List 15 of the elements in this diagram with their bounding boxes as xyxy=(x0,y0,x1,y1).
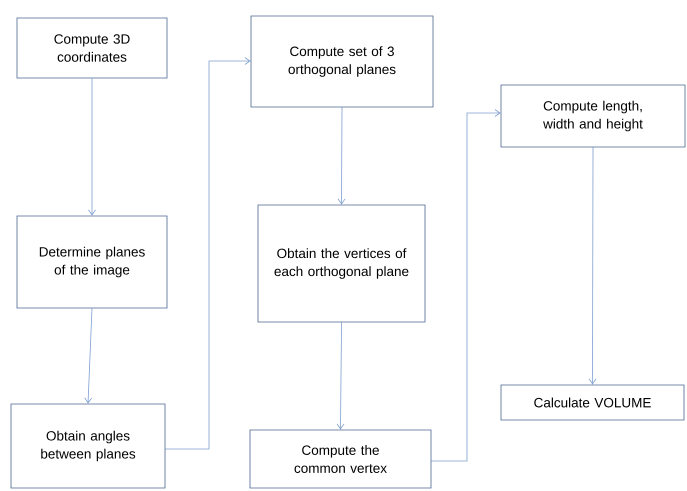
arrow xyxy=(338,107,346,205)
arrow xyxy=(165,57,251,450)
process-box: Calculate VOLUME xyxy=(500,384,684,420)
arrow xyxy=(431,109,501,462)
process-box: Compute set of 3 orthogonal planes xyxy=(250,16,434,108)
arrow xyxy=(88,78,96,216)
arrow xyxy=(84,308,92,404)
process-box: Obtain the vertices of each orthogonal plane xyxy=(258,204,426,322)
process-box: Obtain angles between planes xyxy=(10,404,166,488)
process-box: Compute length, width and height xyxy=(500,84,686,148)
arrow xyxy=(588,147,596,385)
arrow xyxy=(336,322,344,430)
process-box: Determine planes of the image xyxy=(16,216,168,308)
process-box: Compute the common vertex xyxy=(250,430,432,488)
process-box: Compute 3D coordinates xyxy=(16,18,168,78)
